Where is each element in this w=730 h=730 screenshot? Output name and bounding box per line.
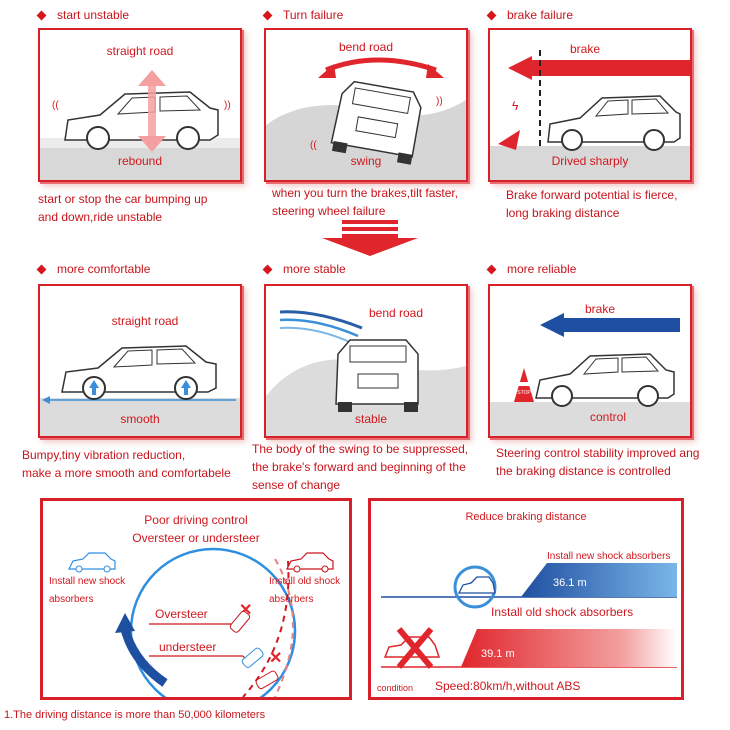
svg-text:)): ))	[436, 96, 443, 107]
new-absorbers-label: Install new shock absorbers	[547, 551, 671, 562]
panel-top-label: bend road	[368, 306, 424, 320]
header-more-comfortable: more comfortable	[36, 262, 151, 276]
diamond-icon	[36, 264, 47, 274]
diamond-icon	[36, 10, 47, 20]
desc-line: Brake forward potential is fierce,	[506, 188, 678, 202]
panel-brake-control: brake STOP control	[488, 284, 692, 438]
car-brake-control-illustration	[490, 313, 690, 436]
braking-distance-box: Reduce braking distance Install new shoc…	[368, 498, 684, 700]
speed-condition: Speed:80km/h,without ABS	[435, 679, 581, 693]
svg-text:((: ((	[52, 100, 59, 111]
desc-line: Steering control stability improved ang	[496, 446, 700, 460]
panel-top-label: bend road	[338, 40, 394, 54]
oversteer-label: Oversteer	[155, 607, 208, 621]
old-car-icon	[286, 552, 334, 573]
footnote: 1.The driving distance is more than 50,0…	[4, 709, 266, 721]
car-swing-illustration: (( ))	[266, 57, 466, 180]
new-distance-bar	[521, 563, 677, 597]
new-distance-value: 36.1 m	[553, 577, 587, 589]
panel-bottom-label: smooth	[120, 412, 160, 426]
panel-bottom-label: swing	[350, 154, 382, 168]
understeer-label: understeer	[159, 640, 217, 654]
desc-brake-failure: Brake forward potential is fierce, long …	[506, 186, 677, 222]
new-car-icon	[68, 552, 116, 573]
old-absorbers-label: Install old shock absorbers	[491, 605, 634, 619]
panel-bottom-label: Drived sharply	[551, 154, 629, 168]
svg-text:✕: ✕	[269, 650, 282, 667]
desc-start-unstable: start or stop the car bumping up and dow…	[38, 190, 207, 226]
panel-straight-road-unstable: (( )) straight road rebound	[38, 28, 242, 182]
header-label: Turn failure	[283, 8, 344, 22]
header-more-stable: more stable	[262, 262, 346, 276]
desc-line: Bumpy,tiny vibration reduction,	[22, 448, 186, 462]
panel-bend-road-stable: bend road stable	[264, 284, 468, 438]
label-line: absorbers	[269, 594, 314, 605]
diamond-icon	[262, 264, 273, 274]
panel-brake-failure: ϟ brake Drived sharply	[488, 28, 692, 182]
desc-line: start or stop the car bumping up	[38, 192, 208, 206]
header-label: more stable	[283, 262, 346, 276]
panel-top-label: straight road	[111, 314, 179, 328]
steering-title-2: Oversteer or understeer	[132, 531, 260, 545]
car-smooth-illustration	[40, 345, 240, 436]
car-stable-illustration	[266, 310, 466, 436]
panel-top-label: brake	[569, 42, 601, 56]
install-new-label: Install new shock absorbers	[49, 573, 125, 609]
old-distance-value: 39.1 m	[481, 648, 515, 660]
panel-bottom-label: control	[589, 410, 627, 424]
diamond-icon	[262, 10, 273, 20]
car-rebound-illustration: (( ))	[40, 70, 240, 180]
desc-line: long braking distance	[506, 206, 620, 220]
panel-bottom-label: rebound	[117, 154, 163, 168]
panel-bend-road-swing: (( )) bend road swing	[264, 28, 468, 182]
braking-title: Reduce braking distance	[465, 511, 587, 523]
panel-top-label: brake	[584, 302, 616, 316]
desc-line: The body of the swing to be suppressed,	[252, 442, 469, 456]
condition-label: condition	[377, 683, 414, 693]
svg-text:)): ))	[224, 100, 231, 111]
desc-more-reliable: Steering control stability improved ang …	[496, 444, 699, 480]
steering-diagram: ✕ ✕	[68, 547, 334, 697]
desc-line: the braking distance is controlled	[496, 464, 671, 478]
label-line: Install new shock	[49, 576, 126, 587]
header-label: more comfortable	[57, 262, 151, 276]
header-label: start unstable	[57, 8, 130, 22]
diamond-icon	[486, 10, 497, 20]
label-line: Install old shock	[269, 576, 341, 587]
desc-line: make a more smooth and comfortabele	[22, 466, 231, 480]
install-old-label: Install old shock absorbers	[269, 573, 340, 609]
desc-turn-failure: when you turn the brakes,tilt faster, st…	[272, 184, 458, 220]
old-distance-bar	[461, 629, 677, 667]
header-turn-failure: Turn failure	[262, 8, 344, 22]
desc-more-stable: The body of the swing to be suppressed, …	[252, 440, 468, 494]
svg-text:((: ((	[310, 140, 317, 151]
steering-control-box: ✕ ✕ Poor driving control Oversteer or un…	[40, 498, 352, 700]
desc-line: and down,ride unstable	[38, 210, 163, 224]
down-arrow-icon	[322, 220, 418, 256]
desc-line: when you turn the brakes,tilt faster,	[272, 186, 459, 200]
label-line: absorbers	[49, 594, 94, 605]
desc-line: steering wheel failure	[272, 204, 386, 218]
stop-sign-label: STOP	[517, 390, 531, 396]
diamond-icon	[486, 264, 497, 274]
steering-title-1: Poor driving control	[144, 513, 248, 527]
braking-chart	[381, 563, 677, 669]
panel-bottom-label: stable	[354, 412, 388, 426]
header-label: more reliable	[507, 262, 577, 276]
desc-line: the brake's forward and beginning of the	[252, 460, 466, 474]
panel-straight-road-smooth: straight road smooth	[38, 284, 242, 438]
svg-text:ϟ: ϟ	[512, 99, 519, 113]
header-start-unstable: start unstable	[36, 8, 130, 22]
panel-top-label: straight road	[106, 44, 174, 58]
car-brake-illustration: ϟ	[490, 50, 690, 180]
desc-more-comfortable: Bumpy,tiny vibration reduction, make a m…	[22, 446, 231, 482]
header-label: brake failure	[507, 8, 574, 22]
header-more-reliable: more reliable	[486, 262, 577, 276]
desc-line: sense of change	[252, 478, 341, 492]
header-brake-failure: brake failure	[486, 8, 574, 22]
